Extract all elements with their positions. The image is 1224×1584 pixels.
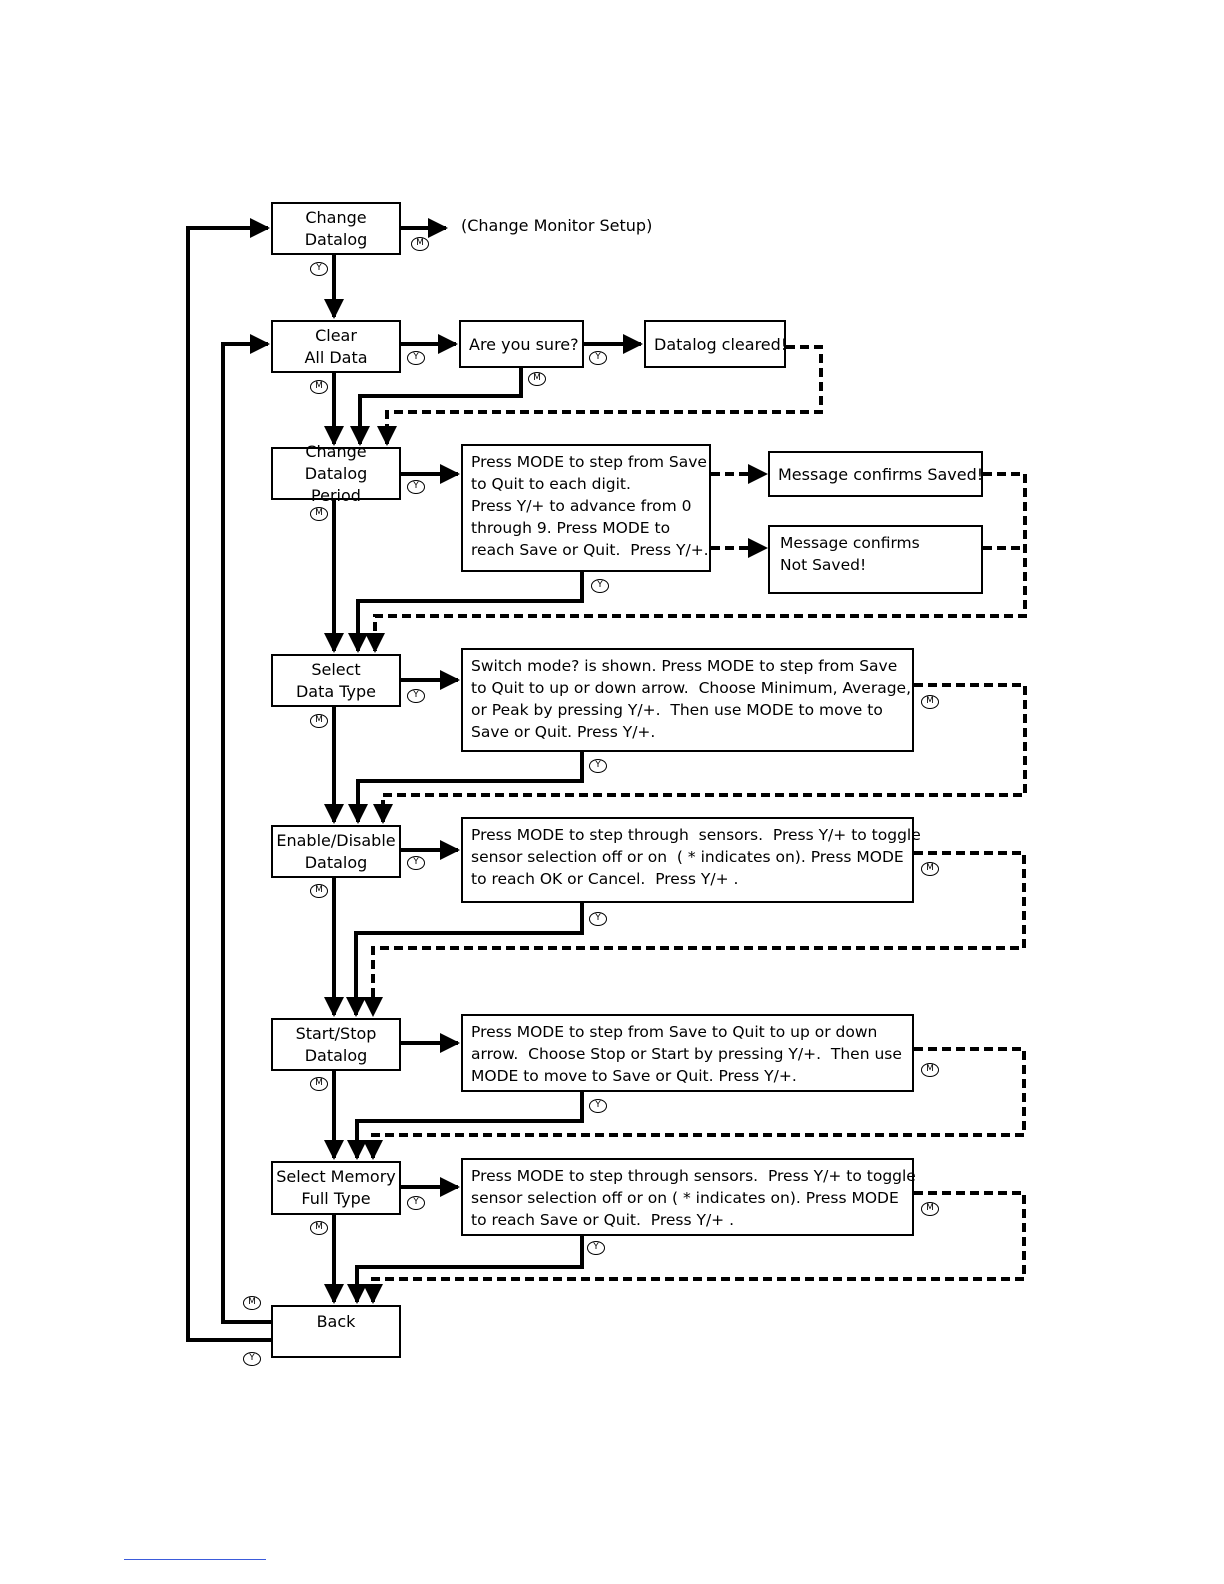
yes-key-badge: Y <box>589 1099 607 1113</box>
instruction-line: Press MODE to step from Save <box>471 453 707 471</box>
mode-key-badge: M <box>921 862 939 876</box>
yes-key-badge: Y <box>591 579 609 593</box>
instruction-line: to Quit to each digit. <box>471 475 631 493</box>
data-type-instructions-box: Switch mode? is shown. Press MODE to ste… <box>461 648 914 752</box>
period-instructions-box: Press MODE to step from Save to Quit to … <box>461 444 711 572</box>
back-box[interactable]: Back <box>271 1305 401 1358</box>
mode-key-badge: M <box>411 237 429 251</box>
select-memory-full-type-box[interactable]: Select Memory Full Type <box>271 1161 401 1215</box>
mode-key-badge: M <box>528 372 546 386</box>
yes-key-badge: Y <box>407 1196 425 1210</box>
menu-label-line: Select Memory <box>276 1167 396 1186</box>
change-datalog-period-box[interactable]: Change Datalog Period <box>271 442 401 505</box>
instruction-line: through 9. Press MODE to <box>471 519 671 537</box>
menu-label-line: Start/Stop <box>295 1023 377 1043</box>
mode-key-badge: M <box>310 1077 328 1091</box>
instruction-line: Press MODE to step through sensors. Pres… <box>471 826 921 844</box>
yes-key-badge: Y <box>243 1352 261 1366</box>
instruction-line: MODE to move to Save or Quit. Press Y/+. <box>471 1067 797 1085</box>
message-not-saved-box: Message confirms Not Saved! <box>768 525 983 594</box>
menu-label-line: Data Type <box>295 681 377 701</box>
yes-key-badge: Y <box>407 689 425 703</box>
start-stop-datalog-box[interactable]: Start/Stop Datalog <box>271 1018 401 1071</box>
mode-key-badge: M <box>243 1296 261 1310</box>
instruction-line: Press Y/+ to advance from 0 <box>471 497 692 515</box>
mode-key-badge: M <box>921 1063 939 1077</box>
select-data-type-box[interactable]: Select Data Type <box>271 654 401 707</box>
yes-key-badge: Y <box>589 759 607 773</box>
instruction-line: Save or Quit. Press Y/+. <box>471 723 656 741</box>
menu-label-line: All Data <box>304 347 368 367</box>
yes-key-badge: Y <box>587 1241 605 1255</box>
instruction-line: Press MODE to step from Save to Quit to … <box>471 1023 878 1041</box>
change-monitor-setup-label: (Change Monitor Setup) <box>461 216 653 235</box>
menu-label-line: Full Type <box>301 1189 371 1208</box>
menu-label-line: Datalog <box>304 229 368 249</box>
yes-key-badge: Y <box>407 480 425 494</box>
mode-key-badge: M <box>921 1202 939 1216</box>
instruction-line: to Quit to up or down arrow. Choose Mini… <box>471 679 911 697</box>
message-saved-box: Message confirms Saved! <box>768 451 983 497</box>
message-line: Message confirms <box>780 534 920 552</box>
instruction-line: Press MODE to step through sensors. Pres… <box>471 1167 916 1185</box>
yes-key-badge: Y <box>589 351 607 365</box>
mode-key-badge: M <box>310 380 328 394</box>
clear-all-data-box[interactable]: Clear All Data <box>271 320 401 373</box>
memory-full-instructions-box: Press MODE to step through sensors. Pres… <box>461 1158 916 1236</box>
menu-label-line: Clear <box>315 325 357 345</box>
enable-disable-datalog-box[interactable]: Enable/Disable Datalog <box>271 825 401 878</box>
mode-key-badge: M <box>310 507 328 521</box>
instruction-line: sensor selection off or on ( * indicates… <box>471 1189 899 1207</box>
menu-label-line: Back <box>316 1312 356 1331</box>
instruction-line: to reach Save or Quit. Press Y/+ . <box>471 1211 735 1229</box>
yes-key-badge: Y <box>407 856 425 870</box>
mode-key-badge: M <box>921 695 939 709</box>
menu-label-line: Change <box>305 207 367 227</box>
instruction-line: to reach OK or Cancel. Press Y/+ . <box>471 870 739 888</box>
datalog-cleared-box: Datalog cleared! <box>644 320 787 368</box>
instruction-line: or Peak by pressing Y/+. Then use MODE t… <box>471 701 883 719</box>
message-line: Not Saved! <box>780 556 867 574</box>
instruction-line: reach Save or Quit. Press Y/+. <box>471 541 709 559</box>
are-you-sure-box[interactable]: Are you sure? <box>459 320 584 368</box>
menu-label-line: Enable/Disable <box>276 830 396 850</box>
menu-label-line: Period <box>311 485 361 505</box>
instruction-line: arrow. Choose Stop or Start by pressing … <box>471 1045 902 1063</box>
menu-label-line: Change Datalog <box>304 441 368 483</box>
yes-key-badge: Y <box>310 262 328 276</box>
start-stop-instructions-box: Press MODE to step from Save to Quit to … <box>461 1014 914 1092</box>
footnote-rule <box>124 1559 266 1560</box>
mode-key-badge: M <box>310 714 328 728</box>
change-datalog-box[interactable]: Change Datalog <box>271 202 401 255</box>
mode-key-badge: M <box>310 884 328 898</box>
enable-disable-instructions-box: Press MODE to step through sensors. Pres… <box>461 817 921 903</box>
menu-label-line: Datalog <box>304 852 368 872</box>
instruction-line: Switch mode? is shown. Press MODE to ste… <box>471 657 898 675</box>
menu-label-line: Datalog <box>304 1045 368 1065</box>
yes-key-badge: Y <box>589 912 607 926</box>
instruction-line: sensor selection off or on ( * indicates… <box>471 848 904 866</box>
yes-key-badge: Y <box>407 351 425 365</box>
mode-key-badge: M <box>310 1221 328 1235</box>
menu-label-line: Select <box>311 659 361 679</box>
